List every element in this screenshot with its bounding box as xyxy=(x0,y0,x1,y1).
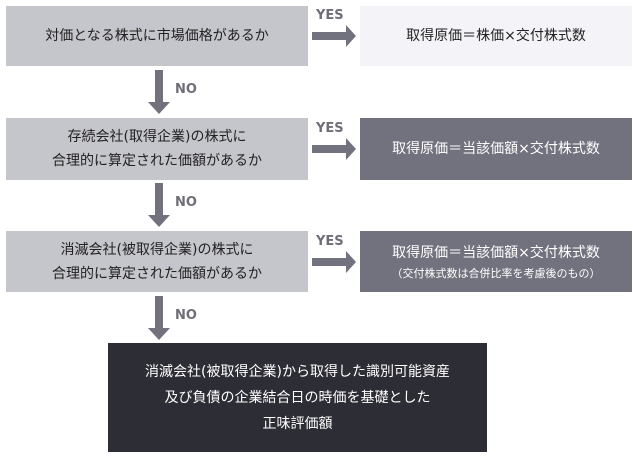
no-label: NO xyxy=(175,82,197,97)
result-note: （交付株式数は合併比率を考慮後のもの） xyxy=(391,266,601,280)
question-text-line1: 存続会社(取得企業)の株式に xyxy=(67,129,247,145)
question-market-price: 対価となる株式に市場価格があるか xyxy=(6,6,308,66)
result-acquiree-value: 取得原価＝当該価額×交付株式数 （交付株式数は合併比率を考慮後のもの） xyxy=(360,231,632,292)
no-label: NO xyxy=(175,308,197,323)
arrow-right-icon xyxy=(312,138,356,160)
arrow-down-icon xyxy=(148,70,170,114)
arrow-right-icon xyxy=(312,25,356,47)
arrow-right-icon xyxy=(312,251,356,273)
yes-label: YES xyxy=(316,121,344,136)
yes-label: YES xyxy=(316,234,344,249)
result-text: 取得原価＝当該価額×交付株式数 xyxy=(392,141,600,157)
final-text-line2: 及び負債の企業結合日の時価を基礎とした xyxy=(164,389,431,406)
question-acquirer-value: 存続会社(取得企業)の株式に 合理的に算定された価額があるか xyxy=(6,118,308,180)
final-net-fair-value: 消滅会社(被取得企業)から取得した識別可能資産 及び負債の企業結合日の時価を基礎… xyxy=(108,343,487,452)
final-text-line3: 正味評価額 xyxy=(262,415,333,432)
question-acquiree-value: 消滅会社(被取得企業)の株式に 合理的に算定された価額があるか xyxy=(6,231,308,292)
question-text: 対価となる株式に市場価格があるか xyxy=(45,28,269,44)
result-share-price: 取得原価＝株価×交付株式数 xyxy=(360,6,632,66)
question-text-line1: 消滅会社(被取得企業)の株式に xyxy=(60,241,254,258)
result-text: 取得原価＝株価×交付株式数 xyxy=(406,28,586,44)
question-text-line2: 合理的に算定された価額があるか xyxy=(52,153,262,169)
yes-label: YES xyxy=(316,8,344,23)
result-acquirer-value: 取得原価＝当該価額×交付株式数 xyxy=(360,118,632,180)
arrow-down-icon xyxy=(148,296,170,340)
result-text: 取得原価＝当該価額×交付株式数 xyxy=(392,244,600,261)
final-text-line1: 消滅会社(被取得企業)から取得した識別可能資産 xyxy=(145,363,450,380)
question-text-line2: 合理的に算定された価額があるか xyxy=(52,265,262,282)
no-label: NO xyxy=(175,195,197,210)
arrow-down-icon xyxy=(148,183,170,227)
